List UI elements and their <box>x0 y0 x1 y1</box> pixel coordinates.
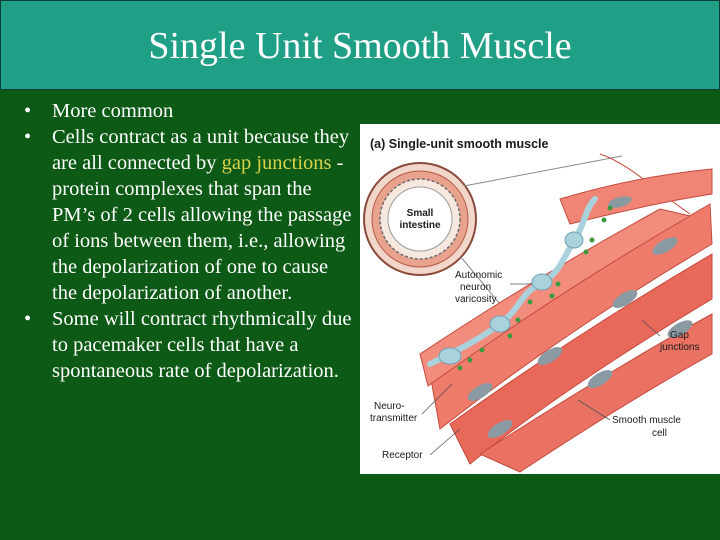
gap-junctions-label-1: Gap <box>670 330 689 341</box>
muscle-cells <box>419 153 713 473</box>
bullet-marker: • <box>24 308 32 330</box>
bullet-marker: • <box>24 126 32 148</box>
autonomic-label-2: neuron <box>460 282 491 293</box>
bullet-item-2: • Cells contract as a unit because they … <box>24 124 354 306</box>
receptor-label: Receptor <box>382 450 423 461</box>
small-intestine-diagram: Small intestine <box>363 155 623 365</box>
bullet-item-3: • Some will contract rhythmically due to… <box>24 306 354 384</box>
bullet-text: Cells contract as a unit because they ar… <box>52 124 354 306</box>
gap-junctions-label-2: junctions <box>659 342 699 353</box>
slide-title: Single Unit Smooth Muscle <box>148 25 572 67</box>
autonomic-label-3: varicosity <box>455 294 497 305</box>
neurotransmitter-label-1: Neuro- <box>374 401 405 412</box>
neurotransmitter-label-2: transmitter <box>370 413 418 424</box>
bullet-list: • More common • Cells contract as a unit… <box>24 98 354 384</box>
bullet-text: More common <box>52 100 174 122</box>
leader-lines <box>421 283 661 456</box>
bullet-marker: • <box>24 100 32 122</box>
figure-illustration: (a) Single-unit smooth muscle Small inte… <box>363 137 713 473</box>
bullet-item-1: • More common <box>24 98 354 124</box>
nuclei <box>467 196 693 438</box>
small-intestine-label-1: Small <box>407 208 434 219</box>
figure-caption: (a) Single-unit smooth muscle <box>370 137 549 151</box>
title-bar: Single Unit Smooth Muscle <box>0 0 720 90</box>
bullet-text-part: Cells contract as a unit because they ar… <box>52 126 350 174</box>
autonomic-label-1: Autonomic <box>455 270 502 281</box>
bullet-text: Some will contract rhythmically due to p… <box>52 308 352 382</box>
vesicles <box>457 205 613 371</box>
smooth-muscle-cell-label-1: Smooth muscle <box>612 415 681 426</box>
small-intestine-label-2: intestine <box>399 220 441 231</box>
smooth-muscle-figure: (a) Single-unit smooth muscle Small inte… <box>360 124 720 474</box>
gap-junctions-highlight: gap junctions <box>221 152 332 174</box>
smooth-muscle-cell-label-2: cell <box>652 428 667 439</box>
bullet-text-part: - protein complexes that span the PM’s o… <box>52 152 352 304</box>
autonomic-neuron <box>427 196 598 367</box>
